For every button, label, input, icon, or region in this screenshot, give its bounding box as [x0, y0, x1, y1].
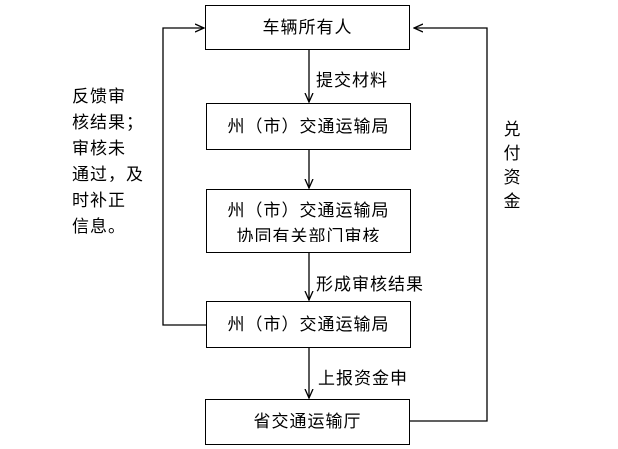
node-transport-bureau-3-label: 州（市）交通运输局 — [227, 314, 390, 335]
feedback-note-line: 反馈审 — [72, 87, 126, 107]
node-provincial-department: 省交通运输厅 — [205, 399, 410, 445]
node-vehicle-owner: 车辆所有人 — [205, 5, 410, 50]
node-provincial-department-label: 省交通运输厅 — [253, 412, 362, 432]
feedback-note-line: 核结果； — [72, 113, 144, 133]
node-transport-bureau-review-line1: 州（市）交通运输局 — [227, 201, 390, 221]
node-transport-bureau-review-line2: 协同有关部门审核 — [236, 227, 381, 242]
payout-label-char: 付 — [503, 144, 521, 164]
edge-label-report: 上报资金申 — [318, 369, 408, 389]
node-transport-bureau-1: 州（市）交通运输局 — [206, 103, 411, 150]
payout-label: 兑 付 资 金 — [502, 118, 522, 214]
node-transport-bureau-review: 州（市）交通运输局 协同有关部门审核 — [206, 189, 411, 253]
feedback-note-line: 审核未 — [72, 139, 126, 159]
node-transport-bureau-3: 州（市）交通运输局 — [206, 301, 411, 348]
feedback-note-line: 信息。 — [72, 217, 126, 237]
payout-label-char: 金 — [503, 192, 521, 212]
edge-label-submit: 提交材料 — [316, 71, 388, 91]
node-vehicle-owner-label: 车辆所有人 — [262, 17, 353, 38]
feedback-note-line: 时补正 — [72, 191, 126, 211]
feedback-note-line: 通过，及 — [72, 165, 144, 185]
node-transport-bureau-1-label: 州（市）交通运输局 — [227, 116, 390, 137]
payout-loop-arrow — [410, 28, 488, 422]
payout-label-char: 兑 — [503, 120, 521, 140]
feedback-loop-arrow — [162, 28, 206, 326]
edge-label-result: 形成审核结果 — [316, 275, 424, 295]
feedback-note: 反馈审 核结果； 审核未 通过，及 时补正 信息。 — [72, 84, 144, 240]
payout-label-char: 资 — [503, 168, 521, 188]
